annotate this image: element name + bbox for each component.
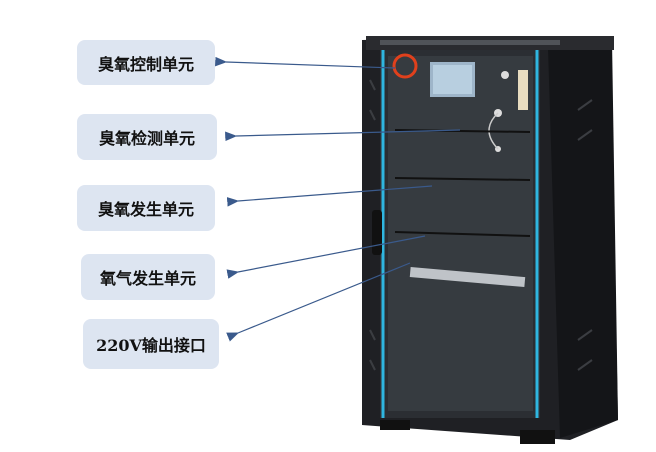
cabinet (362, 36, 618, 444)
label-ozone-control-unit: 臭氧控制单元 (77, 40, 215, 85)
arrow-oxygen-generation (226, 235, 426, 279)
label-ozone-detection-unit: 臭氧检测单元 (77, 114, 217, 160)
arrow-ozone-generation (226, 185, 433, 207)
label-text: 氧气发生单元 (99, 269, 196, 288)
label-text: 臭氧发生单元 (97, 200, 194, 219)
label-text: 臭氧检测单元 (98, 129, 195, 148)
label-text: 220V输出接口 (96, 336, 206, 355)
arrow-220v-output (226, 262, 411, 342)
label-oxygen-generation-unit: 氧气发生单元 (81, 254, 215, 300)
label-220v-output-interface: 220V输出接口 (83, 319, 219, 369)
label-text: 臭氧控制单元 (97, 54, 194, 74)
arrow-ozone-detection (225, 129, 461, 142)
label-ozone-generation-unit: 臭氧发生单元 (77, 185, 215, 231)
arrow-ozone-control (215, 56, 396, 69)
